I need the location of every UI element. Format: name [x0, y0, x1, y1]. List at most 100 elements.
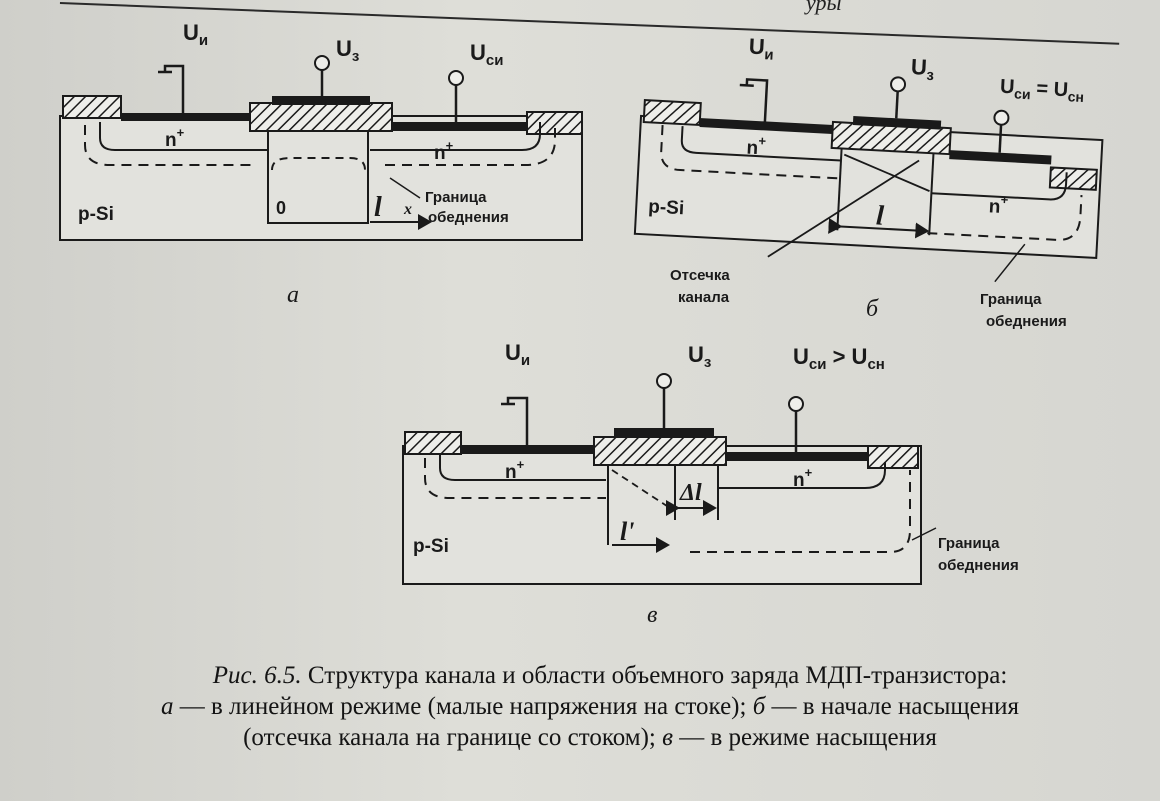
label-u-gate-b: Uз: [910, 54, 935, 84]
caption-prefix: Рис. 6.5.: [212, 662, 302, 689]
label-u-source-c: Uи: [505, 340, 530, 369]
caption-line-1: Рис. 6.5. Структура канала и области объ…: [40, 660, 1140, 691]
depletion-line-c: [424, 458, 606, 499]
caption-line-2: а — в линейном режиме (малые напряжения …: [40, 691, 1140, 722]
caption-a-letter: а: [161, 693, 174, 720]
label-n-left-b: n+: [746, 133, 767, 160]
panel-label-a: а: [287, 282, 299, 308]
depletion-leader-c: [911, 527, 937, 541]
substrate-c: [402, 445, 922, 585]
n-region-right-c: [718, 462, 886, 489]
label-n-right-b: n+: [988, 191, 1009, 218]
label-u-gate-c: Uз: [688, 342, 711, 371]
channel-taper-c: [611, 469, 674, 511]
panel-c: Uи Uз Uси > Uсн n+ n+ p-Si l' Δl Граница…: [402, 340, 1019, 628]
label-depletion-2-b: обеднения: [986, 313, 1067, 330]
label-n-left-c: n+: [505, 457, 525, 483]
caption-b-letter: б: [752, 693, 766, 720]
panel-b: Uи Uз Uси = Uсн n+ n+ p-Si l: [633, 33, 1104, 283]
label-u-drain-b: Uси = Uсн: [999, 76, 1085, 105]
channel-left-b: [836, 148, 843, 231]
source-terminal-c: [501, 396, 529, 445]
header-fragment: уры: [806, 0, 842, 15]
oxide-left-b: [642, 99, 702, 127]
label-depletion-2-c: обеднения: [938, 557, 1019, 574]
label-cutoff-2-b: канала: [678, 289, 730, 306]
source-contact-c: [461, 445, 594, 454]
cutoff-leader-b: [767, 159, 920, 258]
label-depletion-1-a: Граница: [425, 189, 487, 206]
panel-label-b: б: [866, 296, 879, 322]
channel-right-b: [928, 153, 935, 236]
caption-line-2-end: — в начале насыщения: [765, 693, 1019, 720]
source-terminal-b: [739, 78, 769, 123]
caption-line-3-text: (отсечка канала на границе со стоком);: [243, 724, 663, 751]
label-depletion-2-a: обеднения: [428, 209, 509, 226]
label-x-axis-a: x: [403, 201, 412, 218]
depletion-line-a: [84, 125, 255, 166]
substrate-a: [59, 115, 583, 241]
n-region-right-b: [931, 172, 1068, 201]
source-contact-a: [121, 113, 250, 121]
oxide-left-a: [62, 95, 122, 119]
n-region-left-c: [439, 455, 606, 481]
figure-caption: Рис. 6.5. Структура канала и области объ…: [40, 660, 1140, 753]
oxide-right-b: [1048, 166, 1098, 191]
label-u-gate-a: Uз: [336, 36, 359, 65]
drain-lead-b: [998, 124, 1003, 153]
label-depletion-1-c: Граница: [938, 535, 1000, 552]
label-substrate-b: p-Si: [648, 196, 685, 219]
label-substrate-a: p-Si: [78, 204, 114, 225]
n-region-right-a: [370, 122, 541, 151]
gate-terminal-c: [656, 373, 672, 389]
label-substrate-c: p-Si: [413, 536, 449, 557]
depletion-line-a2: [385, 128, 556, 166]
gate-metal-b: [852, 116, 942, 130]
caption-c-letter: в: [662, 724, 673, 751]
length-arrow-b: [828, 217, 930, 239]
label-u-source-a: Uи: [183, 20, 208, 49]
gate-oxide-a: [249, 102, 393, 132]
label-u-drain-a: Uси: [470, 40, 503, 69]
depletion-line-b: [660, 125, 841, 180]
gate-metal-a: [272, 96, 370, 105]
source-contact-b: [699, 119, 833, 134]
panel-label-c: в: [647, 602, 657, 628]
drain-terminal-a: [448, 70, 464, 86]
caption-line-3-end: — в режиме насыщения: [672, 724, 937, 751]
label-n-right-a: n+: [434, 138, 454, 164]
drain-contact-c: [726, 452, 868, 461]
gate-terminal-b: [890, 76, 907, 93]
drain-terminal-b: [993, 109, 1010, 126]
label-cutoff-1-b: Отсечка: [670, 267, 730, 284]
n-region-left-a: [99, 122, 268, 151]
oxide-right-c: [867, 445, 919, 469]
panel-a: Uи Uз Uси n+ n+ p-Si 0 l x Граница обедн…: [59, 20, 583, 308]
caption-line-2-text: — в линейном режиме (малые напряжения на…: [173, 693, 753, 720]
drain-terminal-c: [788, 396, 804, 412]
gate-metal-c: [614, 428, 714, 438]
drain-contact-b: [949, 150, 1052, 165]
label-length-b: l: [875, 200, 885, 231]
label-u-source-b: Uи: [748, 33, 775, 63]
drain-contact-a: [392, 122, 527, 131]
label-depletion-1-b: Граница: [980, 291, 1042, 308]
oxide-left-c: [404, 431, 462, 455]
label-length-c: l': [620, 517, 634, 546]
label-length-a: l: [374, 192, 382, 223]
label-n-right-c: n+: [793, 465, 813, 491]
source-terminal-a: [158, 64, 185, 113]
channel-taper-b: [843, 153, 930, 192]
channel-depletion-a: [271, 157, 366, 171]
caption-line-3: (отсечка канала на границе со стоком); в…: [40, 722, 1140, 753]
label-zero-a: 0: [276, 198, 286, 218]
gate-oxide-c: [593, 436, 727, 466]
gate-terminal-a: [314, 55, 330, 71]
label-n-left-a: n+: [165, 125, 185, 151]
n-region-left-b: [680, 126, 842, 162]
gate-lead-b: [895, 91, 899, 119]
label-delta-c: Δl: [679, 480, 702, 506]
label-u-drain-c: Uси > Uсн: [793, 344, 885, 373]
channel-box-a: [267, 130, 369, 224]
